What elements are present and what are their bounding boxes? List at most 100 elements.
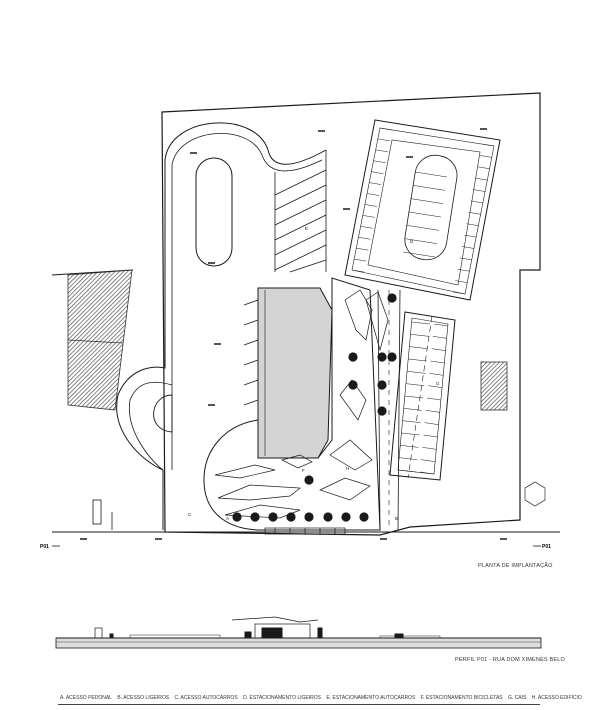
parking-stall-line — [455, 280, 468, 283]
legend: A. ACESSO PEDONAL B. ACESSO LIGEIROS C. … — [60, 695, 582, 701]
tree-symbol — [387, 352, 397, 362]
parking-stall-line — [402, 420, 421, 423]
parking-stall-line — [429, 373, 444, 376]
parking-stall-line — [406, 225, 440, 231]
parking-stall-line — [356, 247, 369, 251]
parking-stall-line — [424, 422, 439, 425]
tree-symbol — [232, 512, 242, 522]
parking-stall-line — [479, 155, 492, 158]
tree-symbol — [387, 293, 397, 303]
parking-stall-line — [428, 385, 443, 388]
parking-stall-line — [419, 471, 435, 475]
parking-stall-line — [397, 469, 417, 473]
parking-stall-line — [373, 160, 386, 164]
parking-stall-line — [414, 171, 448, 178]
parking-stall-line — [362, 215, 375, 218]
parking-stall-line — [426, 397, 442, 401]
parking-stall-line — [410, 198, 444, 204]
parking-stall-line — [430, 360, 445, 364]
tree-symbol — [341, 512, 351, 522]
tree-symbol — [377, 352, 387, 362]
legend-item: A. ACESSO PEDONAL — [60, 695, 112, 701]
zone-letter: G — [436, 381, 440, 386]
entrance-steps — [264, 527, 346, 535]
parking-stall-line — [481, 143, 495, 147]
semicircle-island — [153, 394, 173, 433]
legend-item: B. ACESSO LIGEIROS — [117, 695, 170, 701]
parking-stalls-north — [351, 127, 495, 295]
parking-stall-line — [354, 258, 367, 262]
neighbour-building-east — [480, 361, 508, 411]
parking-stall-line — [468, 212, 481, 215]
parking-stall-line — [459, 257, 472, 261]
parking-stall-line — [358, 236, 371, 240]
tree-symbol — [377, 406, 387, 416]
zone-letter: D — [410, 239, 414, 244]
zone-letter: A — [226, 516, 229, 521]
trees — [232, 293, 397, 522]
parking-stall-line — [404, 238, 438, 244]
parking-stall-line — [410, 334, 429, 337]
parking-stall-line — [433, 323, 449, 327]
tree-symbol — [250, 512, 260, 522]
parking-stall-line — [402, 251, 436, 258]
parking-stall-line — [364, 204, 377, 207]
parking-stall-line — [367, 193, 380, 196]
parking-stall-line — [470, 200, 483, 204]
legend-item: G. CAIS — [508, 695, 527, 701]
zone-letter: C — [188, 512, 192, 517]
tree-symbol — [286, 512, 296, 522]
parking-stalls-east — [397, 321, 449, 475]
tree-symbol — [304, 512, 314, 522]
parking-stall-line — [466, 223, 479, 226]
zone-letter: H — [346, 466, 349, 471]
parking-stall-line — [375, 149, 388, 153]
parking-stall-line — [411, 321, 431, 325]
parking-stall-line — [477, 166, 490, 170]
parking-stall-line — [369, 182, 382, 185]
pedestrian-plaza — [203, 277, 381, 531]
parking-stall-line — [412, 185, 446, 191]
profile-section — [55, 616, 542, 649]
roundabout-hexagon — [524, 481, 546, 507]
parking-stall-line — [457, 268, 470, 272]
parking-stall-line — [475, 177, 488, 181]
parking-stall-line — [473, 189, 486, 192]
legend-item: E. ESTACIONAMENTO AUTOCARROS — [326, 695, 416, 701]
svg-text:P01: P01 — [542, 544, 551, 550]
bus-bays — [274, 150, 327, 273]
parking-stall-line — [351, 269, 365, 273]
terminal-building — [257, 287, 333, 459]
building-ramps — [243, 299, 259, 406]
pill-island — [195, 157, 233, 267]
parking-stall-line — [408, 211, 442, 218]
plan-caption: PLANTA DE IMPLANTAÇÃO — [478, 563, 553, 569]
car-parking-north — [344, 119, 501, 301]
tree-symbol — [377, 380, 387, 390]
legend-rule — [58, 704, 540, 705]
parking-stall-line — [401, 432, 420, 436]
section-mark-left: P01 — [40, 544, 60, 550]
zone-letter: F — [302, 468, 305, 473]
parking-stall-line — [404, 395, 424, 399]
parking-stall-line — [371, 171, 384, 174]
parking-stall-line — [406, 383, 425, 386]
tree-symbol — [359, 512, 369, 522]
legend-item: F. ESTACIONAMENTO BICICLETAS — [420, 695, 503, 701]
neighbour-building-west — [67, 269, 133, 411]
parking-stall-line — [377, 138, 390, 142]
profile-caption: PERFIL P01 - RUA DOM XIMENES BELO — [455, 657, 566, 663]
parking-stall-line — [452, 291, 466, 295]
parking-stall-line — [421, 459, 436, 462]
section-mark-right: P01 — [533, 544, 551, 550]
tree-symbol — [304, 475, 314, 485]
parking-stall-line — [407, 371, 426, 374]
parking-stall-line — [409, 346, 428, 349]
zone-letter: B — [395, 516, 398, 521]
landscape-islands — [214, 289, 389, 519]
parking-stall-line — [403, 408, 422, 411]
dimension-tags — [80, 128, 507, 540]
parking-stall-line — [464, 234, 477, 238]
parking-stall-line — [425, 410, 440, 413]
